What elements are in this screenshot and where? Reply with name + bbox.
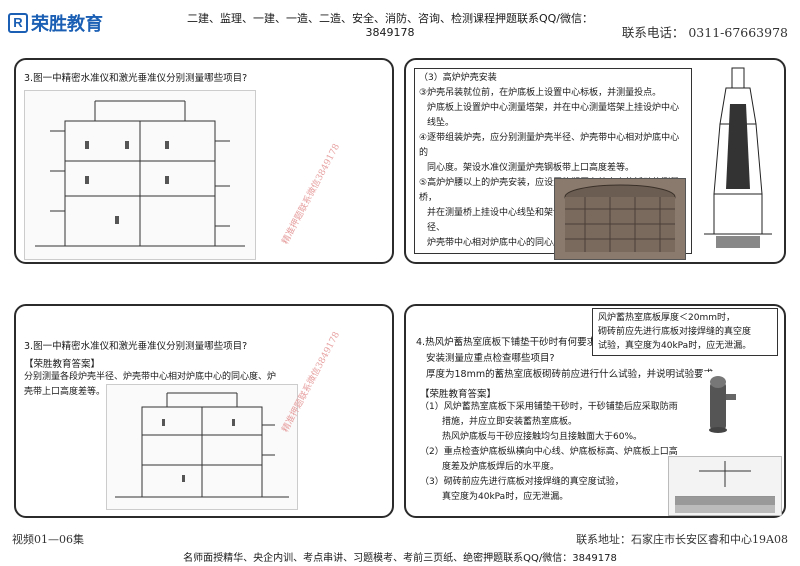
logo-text: 荣胜教育: [31, 14, 103, 35]
slide-panel-4: 4.热风炉蓄热室底板下铺垫干砂时有何要求? 安装测量应重点检查哪些项目? 厚度为…: [404, 304, 786, 518]
answer-line: （2）重点检查炉底板纵横向中心线、炉底板标高、炉底板上口高: [420, 447, 678, 457]
logo-icon: R: [8, 13, 28, 33]
panel4-intro: 厚度为18mm的蓄热室底板砌砖前应进行什么试验，并说明试验要求。: [426, 369, 723, 380]
footer-ad-line: 名师面授精华、央企内训、考点串讲、习题模考、考前三页纸、绝密押题联系QQ/微信：…: [183, 553, 617, 564]
note-line: 试验，真空度为40kPa时，应无泄漏。: [598, 341, 752, 351]
panel3-answer-line: 分别测量各段炉壳半径、炉壳带中心相对炉底中心的同心度、炉: [24, 372, 277, 382]
slide-panel-2: （3）高炉炉壳安装 ③炉壳吊装就位前，在炉底板上设置中心标板，并测量投点。 炉底…: [404, 58, 786, 264]
slide-panel-1: 3.图一中精密水准仪和激光垂准仪分别测量哪些项目?: [14, 58, 394, 264]
panel2-line: ⑤高炉炉腰以上的炉壳安装，应设置能搁置在炉壳上的活动的测量桥，: [419, 178, 680, 203]
note-line: 砌砖前应先进行底板对接焊缝的真空度: [598, 327, 752, 337]
panel4-answer-heading: 【荣胜教育答案】: [420, 389, 497, 400]
answer-line: （1）风炉蓄热室底板下采用铺垫干砂时，干砂铺垫后应采取防雨: [420, 402, 678, 412]
footer-address: 联系地址：石家庄市长安区睿和中心19A08: [576, 533, 788, 546]
panel3-answer-heading: 【荣胜教育答案】: [24, 359, 101, 370]
header-ad-line: 二建、监理、一建、一造、二造、安全、消防、咨询、检测课程押题联系QQ/微信：38…: [186, 12, 594, 39]
furnace-shell-photo-svg: [564, 184, 676, 252]
vacuum-test-note-box: 风炉蓄热室底板厚度＜20mm时， 砌砖前应先进行底板对接焊缝的真空度 试验，真空…: [592, 308, 778, 356]
furnace-shell-install-textbox: （3）高炉炉壳安装 ③炉壳吊装就位前，在炉底板上设置中心标板，并测量投点。 炉底…: [414, 68, 692, 254]
answer-line: 热风炉底板与干砂应接触均匀且接触面大于60%。: [442, 432, 643, 442]
panel4-sub-question: 安装测量应重点检查哪些项目?: [426, 353, 555, 364]
panel2-line: 炉底板上设置炉中心测量塔架，并在中心测量塔架上挂设炉中心线坠。: [427, 103, 680, 128]
panel2-line: ④逐带组装炉壳，应分别测量炉壳半径、炉壳带中心相对炉底中心的: [419, 133, 680, 158]
stove-base-svg: [675, 461, 775, 513]
panel4-question: 4.热风炉蓄热室底板下铺垫干砂时有何要求?: [416, 337, 602, 348]
panel4-answers: （1）风炉蓄热室底板下采用铺垫干砂时，干砂铺垫后应采取防雨 措施，并应立即安装蓄…: [420, 400, 690, 505]
furnace-elevation-diagram-2: [106, 384, 298, 510]
panel3-answer-line: 壳带上口高度差等。: [24, 387, 106, 397]
stove-base-section-drawing: [668, 456, 782, 516]
panel2-line: ③炉壳吊装就位前，在炉底板上设置中心标板，并测量投点。: [419, 88, 662, 98]
answer-line: 度差及炉底板焊后的水平度。: [442, 462, 560, 472]
panel2-line: 同心度。架设水准仪测量炉壳钢板带上口高度差等。: [427, 163, 635, 173]
brand-logo: R 荣胜教育: [8, 10, 103, 36]
panel2-line: 炉壳带中心相对炉底中心的同心度、炉壳带上口高度差等。: [427, 238, 662, 248]
answer-line: 真空度为40kPa时，应无泄漏。: [442, 492, 569, 502]
panel2-line: 并在测量桥上挂设中心线坠和架设水准仪，分别测量各段炉壳半径、: [427, 208, 680, 233]
furnace-elevation-diagram-1: [24, 90, 256, 260]
elevation-drawing-2: [115, 392, 289, 498]
answer-line: 措施，并应立即安装蓄热室底板。: [442, 417, 578, 427]
blast-furnace-section-drawing: [696, 64, 780, 258]
panel3-answer: 分别测量各段炉壳半径、炉壳带中心相对炉底中心的同心度、炉 壳带上口高度差等。: [24, 370, 314, 400]
page-header: R 荣胜教育 二建、监理、一建、一造、二造、安全、消防、咨询、检测课程押题联系Q…: [0, 0, 800, 40]
panel2-heading: （3）高炉炉壳安装: [419, 73, 497, 83]
blast-furnace-svg: [704, 67, 772, 248]
panel1-watermark: 精准押题联系微信3849178: [280, 142, 343, 247]
furnace-shell-photo: [554, 178, 686, 260]
slide-panel-3: 3.图一中精密水准仪和激光垂准仪分别测量哪些项目? 【荣胜教育答案】 分别测量各…: [14, 304, 394, 518]
answer-line: （3）砌砖前应先进行底板对接焊缝的真空度试验，: [420, 477, 624, 487]
panel1-question: 3.图一中精密水准仪和激光垂准仪分别测量哪些项目?: [24, 73, 248, 84]
panel3-question: 3.图一中精密水准仪和激光垂准仪分别测量哪些项目?: [24, 341, 248, 352]
header-phone: 联系电话： 0311-67663978: [621, 25, 788, 40]
hot-blast-stove-3d-drawing: [702, 372, 738, 436]
footer-video-range: 视频01—06集: [12, 533, 84, 546]
note-line: 风炉蓄热室底板厚度＜20mm时，: [598, 313, 735, 323]
hot-blast-stove-svg: [709, 376, 736, 433]
elevation-drawing: [35, 100, 245, 247]
